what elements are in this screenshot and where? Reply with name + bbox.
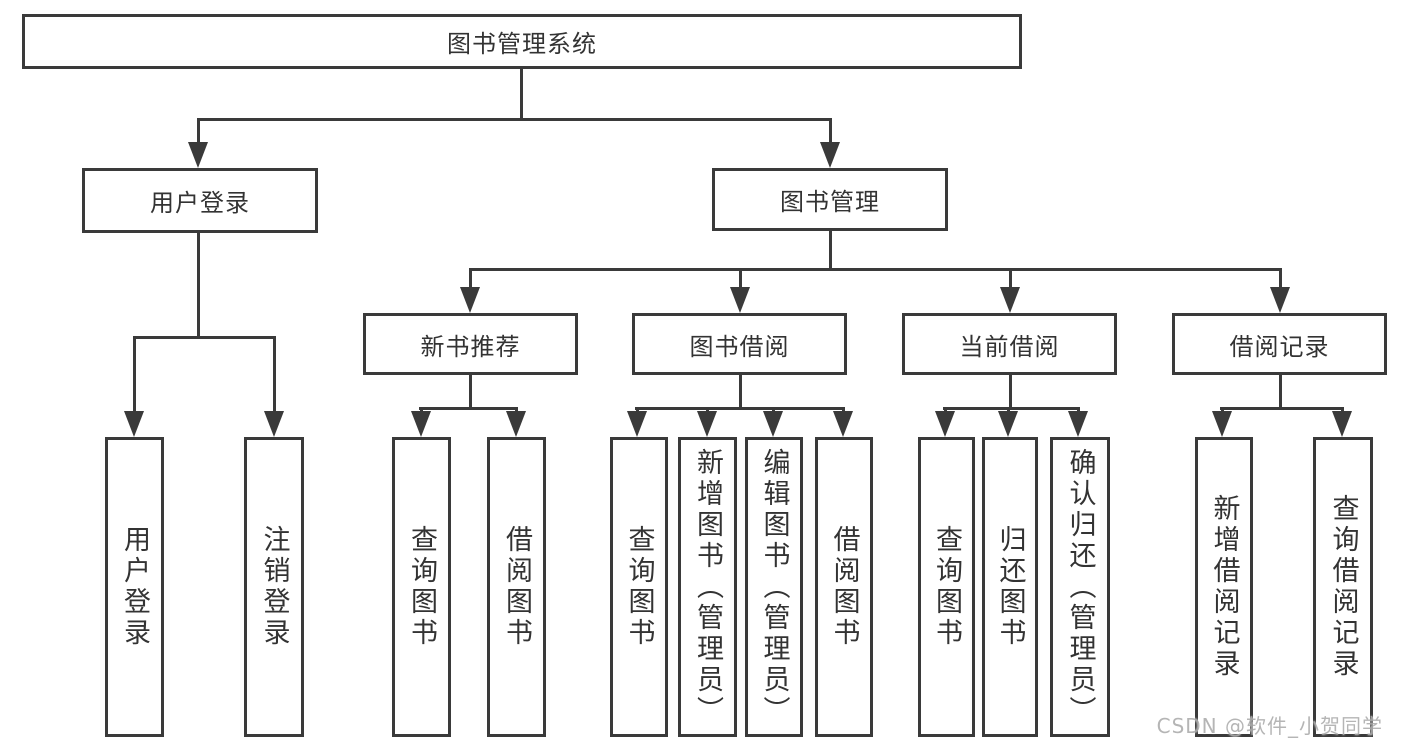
new-book-recommend-node: 新书推荐 xyxy=(363,313,578,375)
user-login-node: 用户登录 xyxy=(82,168,318,233)
connector-to-leaf-edit-book xyxy=(772,407,775,413)
arrowhead-current-borrow xyxy=(1000,287,1020,313)
arrowhead-leaf-query-1 xyxy=(411,411,431,437)
connector-current-borrow-stem xyxy=(1009,375,1012,410)
connector-borrow-records-stem xyxy=(1279,375,1282,410)
connector-book-borrow-stem xyxy=(739,375,742,410)
arrowhead-leaf-add-record xyxy=(1212,411,1232,437)
connector-to-leaf-query-record xyxy=(1341,407,1344,413)
connector-book-borrow-rail xyxy=(635,407,845,410)
leaf-add-borrow-record: 新增借阅记录 xyxy=(1195,437,1253,737)
arrowhead-book-borrow xyxy=(730,287,750,313)
connector-to-leaf-add-record xyxy=(1221,407,1224,413)
connector-to-leaf-add-book xyxy=(706,407,709,413)
arrowhead-leaf-edit-book xyxy=(763,411,783,437)
connector-new-book-stem xyxy=(469,375,472,410)
leaf-edit-book-admin: 编辑图书（管理员） xyxy=(745,437,803,737)
arrowhead-borrow-records xyxy=(1270,287,1290,313)
connector-current-borrow-rail xyxy=(943,407,1080,410)
connector-new-book-rail xyxy=(419,407,518,410)
connector-to-leaf-confirm-return xyxy=(1077,407,1080,413)
connector-borrow-records-rail xyxy=(1220,407,1344,410)
connector-to-current-borrow xyxy=(1009,268,1012,288)
leaf-query-books-recommend: 查询图书 xyxy=(392,437,451,737)
current-borrow-node: 当前借阅 xyxy=(902,313,1117,375)
arrowhead-leaf-return xyxy=(998,411,1018,437)
csdn-watermark: CSDN @软件_小贺同学 xyxy=(1156,714,1383,738)
arrowhead-leaf-add-book xyxy=(697,411,717,437)
leaf-borrow-books-recommend: 借阅图书 xyxy=(487,437,546,737)
leaf-logout: 注销登录 xyxy=(244,437,304,737)
root-node-library-system: 图书管理系统 xyxy=(22,14,1022,69)
leaf-query-books-current: 查询图书 xyxy=(918,437,975,737)
book-management-node: 图书管理 xyxy=(712,168,948,231)
arrowhead-leaf-logout xyxy=(264,411,284,437)
arrowhead-book-management xyxy=(820,142,840,168)
connector-to-user-login xyxy=(197,118,200,143)
leaf-confirm-return-admin: 确认归还（管理员） xyxy=(1050,437,1110,737)
arrowhead-leaf-query-3 xyxy=(935,411,955,437)
connector-to-leaf-borrow-1 xyxy=(515,407,518,413)
arrowhead-leaf-query-2 xyxy=(627,411,647,437)
connector-to-leaf-borrow-2 xyxy=(842,407,845,413)
connector-to-leaf-logout xyxy=(273,336,276,411)
arrowhead-leaf-borrow-1 xyxy=(506,411,526,437)
arrowhead-new-book xyxy=(460,287,480,313)
arrowhead-user-login xyxy=(188,142,208,168)
connector-to-book-borrow xyxy=(739,268,742,288)
arrowhead-leaf-user-login xyxy=(124,411,144,437)
connector-to-leaf-return xyxy=(1007,407,1010,413)
arrowhead-leaf-query-record xyxy=(1332,411,1352,437)
arrowhead-leaf-borrow-2 xyxy=(833,411,853,437)
arrowhead-leaf-confirm-return xyxy=(1068,411,1088,437)
connector-level2-rail xyxy=(469,268,1281,271)
leaf-query-books-borrow: 查询图书 xyxy=(610,437,668,737)
book-borrow-node: 图书借阅 xyxy=(632,313,847,375)
connector-to-new-book xyxy=(469,268,472,288)
leaf-query-borrow-record: 查询借阅记录 xyxy=(1313,437,1373,737)
connector-to-leaf-query-3 xyxy=(944,407,947,413)
connector-to-leaf-query-1 xyxy=(420,407,423,413)
borrow-records-node: 借阅记录 xyxy=(1172,313,1387,375)
leaf-borrow-books-borrow: 借阅图书 xyxy=(815,437,873,737)
connector-to-leaf-query-2 xyxy=(636,407,639,413)
leaf-user-login: 用户登录 xyxy=(105,437,164,737)
connector-to-leaf-user-login xyxy=(133,336,136,411)
connector-root-stem xyxy=(520,69,523,121)
leaf-return-books: 归还图书 xyxy=(982,437,1038,737)
connector-book-management-stem xyxy=(829,231,832,271)
connector-user-login-rail xyxy=(133,336,276,339)
leaf-add-book-admin: 新增图书（管理员） xyxy=(678,437,737,737)
connector-user-login-stem xyxy=(197,233,200,339)
connector-to-book-management xyxy=(829,118,832,143)
connector-level1-rail xyxy=(197,118,832,121)
connector-to-borrow-records xyxy=(1279,268,1282,288)
